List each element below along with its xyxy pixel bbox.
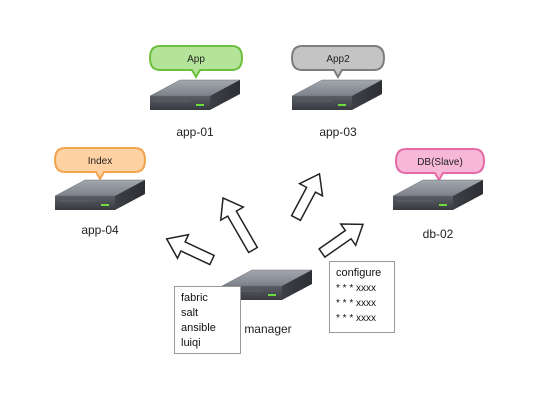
label-app03: app-03 bbox=[319, 125, 357, 139]
tools-note-line: salt bbox=[181, 307, 199, 319]
server-app04-led-icon bbox=[101, 204, 109, 206]
server-app01 bbox=[149, 79, 241, 110]
server-app04 bbox=[54, 179, 146, 210]
config-note: configure * * * xxxx * * * xxxx * * * xx… bbox=[329, 261, 395, 333]
bubble-app01: App bbox=[148, 45, 244, 80]
bubble-app03-text: App2 bbox=[326, 54, 350, 65]
label-app01: app-01 bbox=[176, 125, 214, 139]
tools-note: fabric salt ansible luiqi bbox=[174, 286, 241, 354]
server-db02 bbox=[392, 179, 484, 210]
config-note-line: * * * xxxx bbox=[336, 313, 377, 324]
bubble-app04-text: Index bbox=[88, 156, 112, 167]
bubble-db02-text: DB(Slave) bbox=[417, 157, 463, 168]
label-db02: db-02 bbox=[422, 227, 454, 241]
bubble-app01-text: App bbox=[187, 54, 205, 65]
server-app01-led-icon bbox=[196, 104, 204, 106]
config-note-title: configure bbox=[336, 267, 382, 279]
server-db02-led-icon bbox=[439, 204, 447, 206]
bubble-app04: Index bbox=[53, 147, 147, 182]
config-note-line: * * * xxxx bbox=[336, 298, 377, 309]
bubble-db02: DB(Slave) bbox=[394, 148, 486, 183]
tools-note-line: ansible bbox=[181, 322, 216, 334]
tools-note-line: fabric bbox=[181, 292, 208, 304]
bubble-app03: App2 bbox=[290, 45, 386, 80]
arrow-to-app04-icon bbox=[165, 233, 216, 266]
arrow-to-app03-icon bbox=[290, 172, 324, 222]
server-app03 bbox=[291, 79, 383, 110]
server-manager-led-icon bbox=[268, 294, 276, 296]
server-app03-led-icon bbox=[338, 104, 346, 106]
arrow-to-app01-icon bbox=[219, 196, 259, 254]
arrow-to-db02-icon bbox=[318, 223, 365, 259]
tools-note-line: luiqi bbox=[181, 337, 201, 349]
label-app04: app-04 bbox=[81, 223, 119, 237]
label-manager: manager bbox=[244, 322, 292, 336]
config-note-line: * * * xxxx bbox=[336, 283, 377, 294]
